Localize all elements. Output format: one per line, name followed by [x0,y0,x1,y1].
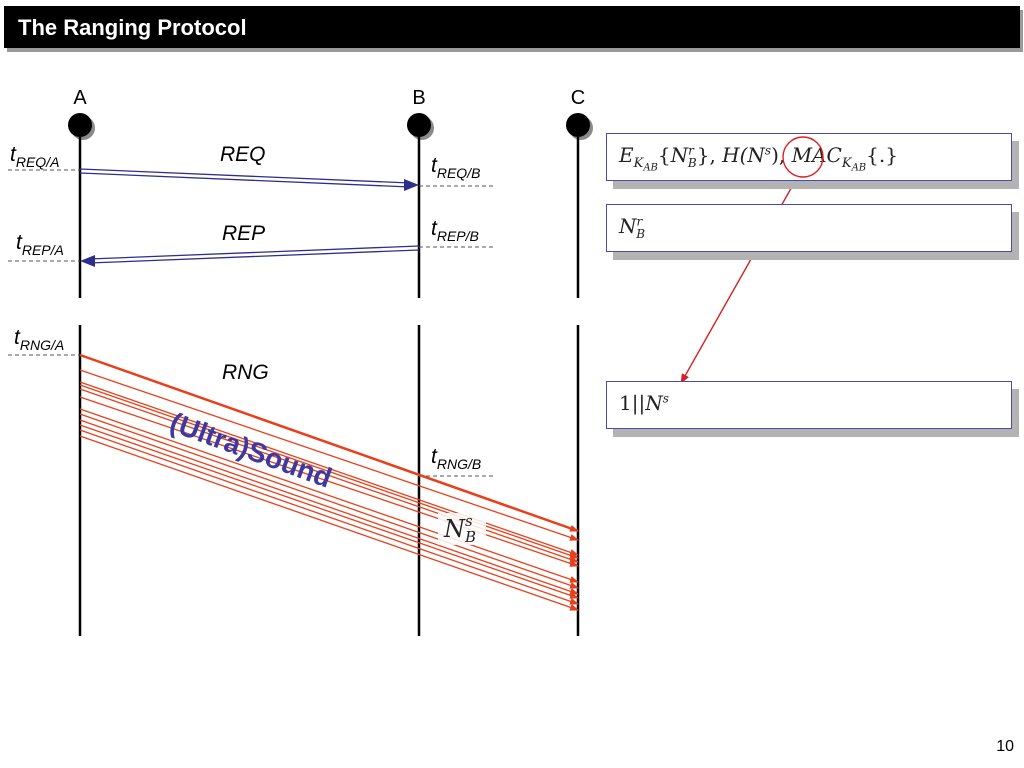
slide-number: 10 [996,738,1014,755]
ultrasound-label: (Ultra)Sound [166,407,336,494]
rep-arrow [80,245,420,267]
message-rng-label: RNG [222,361,269,384]
message-rep-label: REP [222,222,265,245]
payload-label: NBs [438,512,486,546]
svg-text:NBs: NBs [443,512,476,546]
rng-arrow [79,353,579,533]
title-bar: The Ranging Protocol [4,6,1020,48]
timestamp-rng-a: tRNG/A [14,326,64,353]
rep-content-box: NrB [606,204,1012,252]
req-content-box: EKAB{NrB}, H(Ns), MACKAB{.} [606,133,1012,181]
slide-title: The Ranging Protocol [18,15,247,40]
node-a-label: A [73,87,87,109]
rng-content-formula: 1||Ns [619,391,669,415]
message-req-label: REQ [220,143,266,166]
req-content-formula: EKAB{NrB}, H(Ns), MACKAB{.} [619,143,898,174]
node-c-marker-icon [566,113,593,140]
rng-content-box: 1||Ns [606,381,1012,429]
ultrasound-rays [79,369,579,611]
highlight-circle-icon [782,136,824,178]
timestamp-rep-a: tREP/A [16,231,64,258]
node-c-label: C [571,87,585,109]
timestamp-rep-b: tREP/B [431,217,479,244]
node-a-marker-icon [68,113,95,140]
timestamp-rng-b: tRNG/B [431,445,481,472]
node-b-label: B [412,87,425,109]
rep-content-formula: NrB [619,214,646,241]
node-b-marker-icon [407,113,434,140]
timestamp-req-a: tREQ/A [10,143,59,170]
req-arrow [79,168,419,191]
timestamp-req-b: tREQ/B [431,154,480,181]
